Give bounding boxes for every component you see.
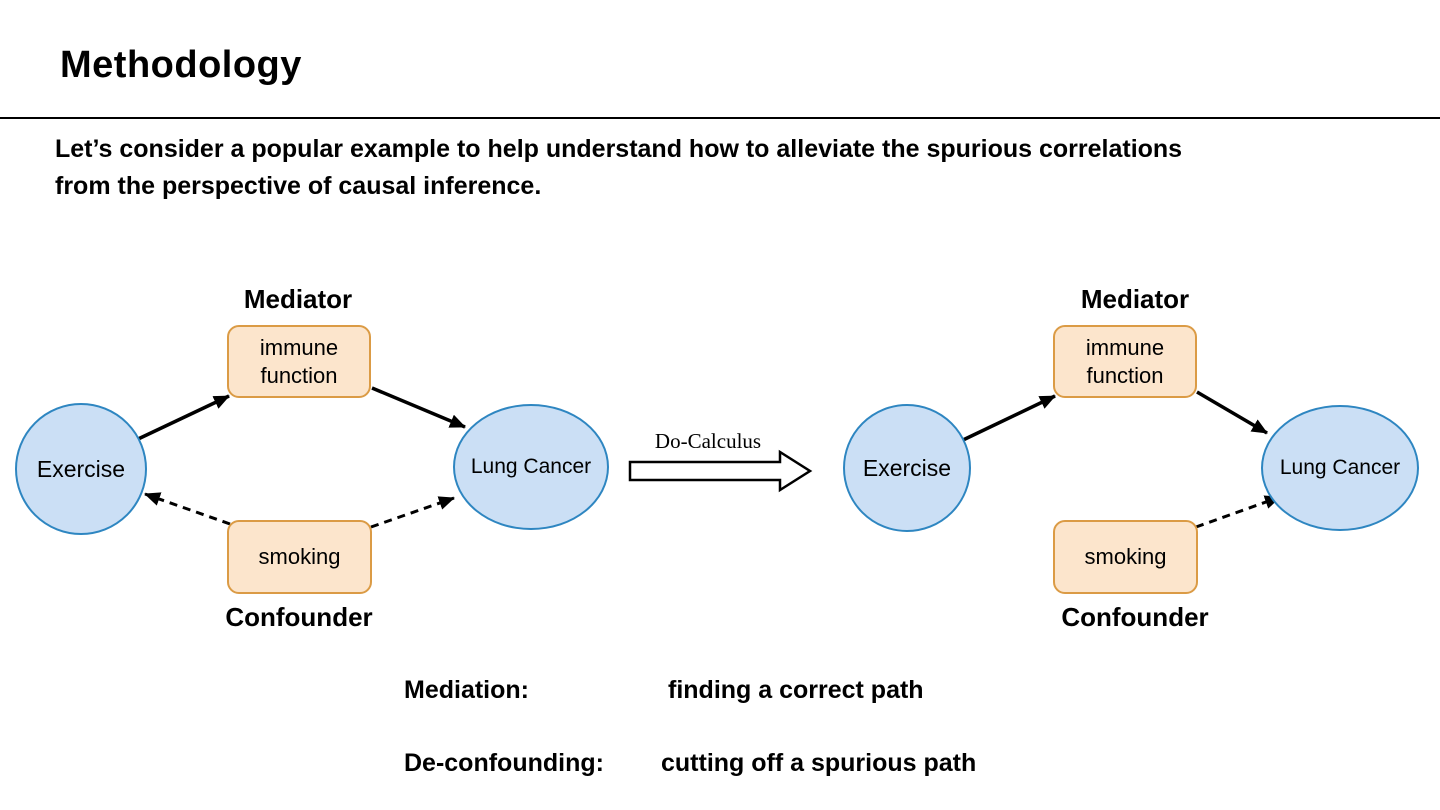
- title-divider: [0, 117, 1440, 119]
- edge-left-mediator-to-outcome: [371, 386, 466, 429]
- node-lung-cancer-right: Lung Cancer: [1261, 405, 1419, 531]
- mediator-label-right: Mediator: [1080, 284, 1190, 314]
- node-exercise-right: Exercise: [843, 404, 971, 532]
- node-immune-function-left-line1: immune: [259, 334, 339, 360]
- edge-left-exercise-to-mediator: [135, 394, 230, 442]
- do-calculus-arrow: [628, 449, 813, 493]
- edge-left-confounder-to-exercise: [144, 492, 231, 526]
- do-calculus-label: Do-Calculus: [654, 429, 762, 453]
- mediator-label-left: Mediator: [243, 284, 353, 314]
- node-exercise-left: Exercise: [15, 403, 147, 535]
- legend-deconfounding-term: De-confounding:: [404, 749, 604, 777]
- confounder-label-left: Confounder: [225, 602, 373, 632]
- node-immune-function-right-line1: immune: [1085, 334, 1165, 360]
- intro-paragraph: Let’s consider a popular example to help…: [55, 131, 1182, 205]
- legend-deconfounding-desc: cutting off a spurious path: [661, 749, 977, 777]
- edge-right-mediator-to-outcome: [1196, 390, 1268, 435]
- page-title: Methodology: [60, 44, 302, 86]
- confounder-label-right: Confounder: [1061, 602, 1209, 632]
- edge-right-confounder-to-outcome: [1195, 495, 1281, 529]
- edge-right-exercise-to-mediator: [962, 394, 1056, 442]
- intro-line-2: from the perspective of causal inference…: [55, 172, 542, 200]
- node-lung-cancer-left: Lung Cancer: [453, 404, 609, 530]
- node-immune-function-left: immune function: [227, 325, 371, 398]
- legend-mediation-desc: finding a correct path: [668, 676, 924, 704]
- intro-line-1: Let’s consider a popular example to help…: [55, 135, 1183, 163]
- node-smoking-right: smoking: [1053, 520, 1198, 594]
- node-smoking-left: smoking: [227, 520, 372, 594]
- edge-left-confounder-to-outcome: [370, 496, 455, 529]
- legend-mediation-term: Mediation:: [404, 676, 529, 704]
- node-immune-function-right-line2: function: [1086, 362, 1164, 388]
- node-immune-function-right: immune function: [1053, 325, 1197, 398]
- node-immune-function-left-line2: function: [260, 362, 338, 388]
